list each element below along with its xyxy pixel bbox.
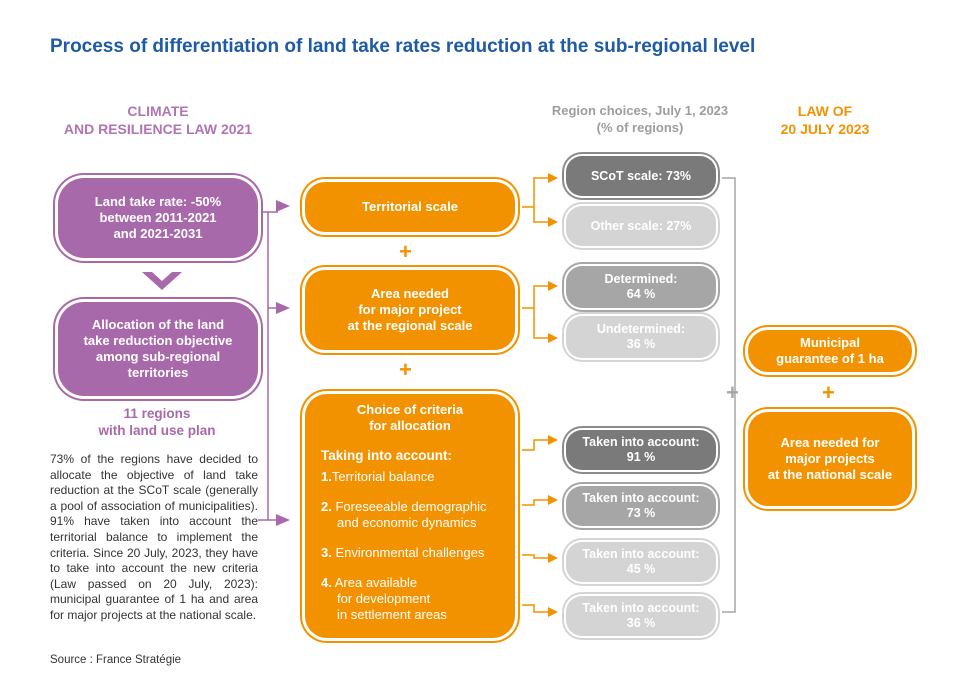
criteria-item-number: 1. <box>321 469 332 484</box>
taken-36-pill: Taken into account: 36 % <box>566 596 716 636</box>
determined-pill: Determined: 64 % <box>566 266 716 308</box>
criteria-item-text: Environmental challenges <box>335 545 485 560</box>
criteria-item-1: 1.Territorial balance <box>321 469 515 485</box>
allocation-line4: territories <box>127 365 189 380</box>
purple-arrow-1 <box>276 200 290 212</box>
criteria-item-4: 4. Area available for development in set… <box>321 575 515 623</box>
undetermined-label: Undetermined: <box>596 322 686 336</box>
criteria-item-number: 4. <box>321 575 332 590</box>
municipal-guarantee-line1: Municipal <box>800 335 860 350</box>
criteria-item-number: 3. <box>321 545 332 560</box>
climate-law-header-line2: AND RESILIENCE LAW 2021 <box>63 121 253 137</box>
area-needed-national-box: Area needed for major projects at the na… <box>748 412 912 506</box>
purple-arrow-2 <box>276 302 290 314</box>
taken-value: 36 % <box>626 616 656 630</box>
plus-icon: + <box>399 357 412 382</box>
taken-label: Taken into account: <box>582 601 700 615</box>
taken-value: 45 % <box>626 562 656 576</box>
area-needed-line2: for major project <box>358 302 462 317</box>
criteria-title-line1: Choice of criteria <box>356 402 464 417</box>
explanatory-text: 73% of the regions have decided to alloc… <box>50 452 258 622</box>
source-note: Source : France Stratégie <box>50 654 182 666</box>
taken-value: 73 % <box>626 506 656 520</box>
criteria-item-2: 2. Foreseeable demographic and economic … <box>321 499 515 531</box>
criteria-item-text: Area available <box>334 575 418 590</box>
criteria-item-text: in settlement areas <box>337 607 447 622</box>
taken-73-pill: Taken into account: 73 % <box>566 486 716 526</box>
law-2023-header-line1: LAW OF <box>797 103 853 119</box>
regions-label: 11 regions with land use plan <box>62 405 252 439</box>
land-take-rate-box: Land take rate: -50% between 2011-2021 a… <box>58 178 258 258</box>
criteria-item-text: Territorial balance <box>331 469 435 484</box>
criteria-item-text: and economic dynamics <box>337 515 477 530</box>
climate-law-header-line1: CLIMATE <box>127 103 189 119</box>
plus-icon: + <box>822 380 835 405</box>
land-take-rate-line3: and 2021-2031 <box>113 226 203 241</box>
area-needed-line1: Area needed <box>370 286 450 301</box>
climate-law-header: CLIMATE AND RESILIENCE LAW 2021 <box>40 102 276 138</box>
page-title: Process of differentiation of land take … <box>50 36 756 57</box>
region-choices-header: Region choices, July 1, 2023 (% of regio… <box>530 102 750 136</box>
scot-scale-pill: SCoT scale: 73% <box>566 156 716 196</box>
area-needed-regional-box: Area needed for major project at the reg… <box>305 270 515 350</box>
area-national-line1: Area needed for <box>780 435 880 450</box>
area-needed-line3: at the regional scale <box>347 318 473 333</box>
territorial-scale-box: Territorial scale <box>305 182 515 232</box>
orange-branch-2 <box>522 285 550 339</box>
criteria-item-text: for development <box>337 591 431 606</box>
purple-arrow-3 <box>276 514 290 526</box>
criteria-box: Choice of criteria for allocation Taking… <box>305 394 515 638</box>
area-national-line3: at the national scale <box>767 467 893 482</box>
regions-label-line1: 11 regions <box>123 406 191 421</box>
criteria-item-number: 2. <box>321 499 332 514</box>
allocation-line2: take reduction objective <box>83 333 233 348</box>
municipal-guarantee-line2: guarantee of 1 ha <box>776 351 884 366</box>
purple-down-arrow <box>142 272 182 290</box>
plus-icon: + <box>399 239 412 264</box>
taken-value: 91 % <box>626 450 656 464</box>
taken-45-pill: Taken into account: 45 % <box>566 542 716 582</box>
orange-branch-3 <box>522 439 550 613</box>
region-choices-header-line2: (% of regions) <box>596 120 684 135</box>
taken-label: Taken into account: <box>582 435 700 449</box>
purple-bracket-line <box>258 211 278 521</box>
determined-value: 64 % <box>626 287 656 301</box>
taken-label: Taken into account: <box>582 547 700 561</box>
regions-label-line2: with land use plan <box>98 423 216 438</box>
criteria-title: Choice of criteria for allocation <box>305 402 515 434</box>
area-national-line2: major projects <box>785 451 875 466</box>
determined-label: Determined: <box>604 272 678 286</box>
law-2023-header: LAW OF 20 JULY 2023 <box>760 102 890 138</box>
orange-branch-1 <box>522 177 550 223</box>
land-take-rate-line1: Land take rate: -50% <box>94 194 222 209</box>
allocation-line1: Allocation of the land <box>91 317 225 332</box>
grey-bracket-line <box>722 177 736 613</box>
criteria-item-text: Foreseeable demographic <box>335 499 487 514</box>
taken-label: Taken into account: <box>582 491 700 505</box>
allocation-box: Allocation of the land take reduction ob… <box>58 302 258 396</box>
plus-icon: + <box>726 380 739 405</box>
criteria-item-3: 3. Environmental challenges <box>321 545 515 561</box>
undetermined-pill: Undetermined: 36 % <box>566 316 716 358</box>
criteria-subtitle: Taking into account: <box>321 448 452 463</box>
municipal-guarantee-box: Municipal guarantee of 1 ha <box>748 330 912 372</box>
land-take-rate-line2: between 2011-2021 <box>99 210 217 225</box>
other-scale-pill: Other scale: 27% <box>566 206 716 246</box>
criteria-title-line2: for allocation <box>369 418 451 433</box>
taken-91-pill: Taken into account: 91 % <box>566 430 716 470</box>
allocation-line3: among sub-regional <box>95 349 221 364</box>
undetermined-value: 36 % <box>626 337 656 351</box>
law-2023-header-line2: 20 JULY 2023 <box>780 121 870 137</box>
region-choices-header-line1: Region choices, July 1, 2023 <box>551 103 729 118</box>
